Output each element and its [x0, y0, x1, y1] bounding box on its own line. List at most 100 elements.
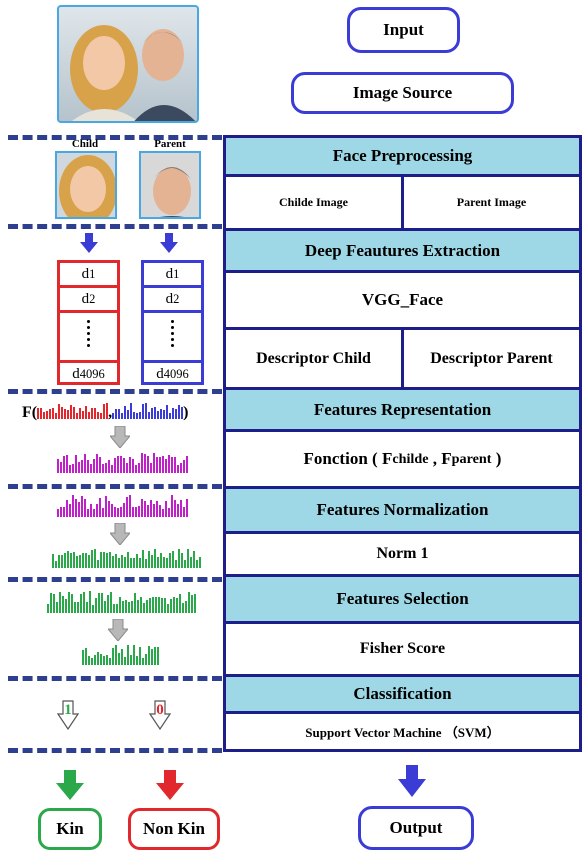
- bar: [55, 561, 57, 568]
- bar: [121, 555, 123, 568]
- bar: [135, 465, 137, 473]
- bar: [68, 592, 70, 613]
- bar: [59, 592, 61, 613]
- bar: [37, 408, 40, 419]
- bar: [131, 601, 133, 613]
- bar: [50, 593, 52, 613]
- bar: [75, 499, 77, 517]
- bar: [88, 555, 90, 568]
- bar: [40, 408, 43, 419]
- bar: [177, 504, 179, 517]
- concat-expression: F( , ): [22, 400, 222, 422]
- bar: [148, 551, 150, 568]
- hollow-down-arrow-icon: [149, 700, 171, 730]
- bar: [66, 500, 68, 517]
- bar: [139, 558, 141, 568]
- bar: [103, 404, 106, 419]
- child-face-art: [59, 155, 115, 217]
- face-preprocessing-row: Childe Image Parent Image: [226, 177, 579, 231]
- bar: [145, 654, 147, 665]
- separator: [8, 676, 222, 681]
- bar: [157, 647, 159, 665]
- classification-header: Classification: [226, 677, 579, 714]
- hollow-down-arrow-icon: [57, 700, 79, 730]
- bar: [60, 462, 62, 473]
- bar: [52, 554, 54, 568]
- bar: [53, 594, 55, 613]
- bar: [137, 600, 139, 613]
- bar: [133, 412, 136, 419]
- bar: [103, 552, 105, 568]
- bar: [46, 411, 49, 419]
- class-one-label: 1: [64, 702, 72, 718]
- class-zero-arrow: 0: [149, 700, 171, 730]
- bar: [155, 597, 157, 613]
- down-arrow-icon: [108, 619, 128, 641]
- bar: [150, 500, 152, 517]
- bar: [127, 410, 130, 419]
- bar: [163, 557, 165, 568]
- bar: [187, 549, 189, 568]
- bar: [101, 593, 103, 613]
- bar: [81, 496, 83, 517]
- bar: [128, 602, 130, 613]
- bar: [99, 498, 101, 517]
- bar: [182, 603, 184, 613]
- bar: [183, 507, 185, 517]
- bar: [103, 656, 105, 665]
- bar: [191, 595, 193, 613]
- bar: [102, 508, 104, 517]
- bar: [78, 462, 80, 473]
- bar: [166, 558, 168, 568]
- bar: [100, 413, 103, 419]
- bar: [77, 602, 79, 613]
- bar: [154, 407, 157, 419]
- bar: [136, 656, 138, 665]
- bar: [71, 594, 73, 613]
- bar: [95, 598, 97, 613]
- bar: [170, 599, 172, 613]
- deep-features-header: Deep Feautures Extraction: [226, 231, 579, 273]
- bar: [139, 412, 142, 419]
- bar: [193, 551, 195, 568]
- bar: [43, 412, 46, 419]
- bar: [104, 601, 106, 613]
- bar: [102, 464, 104, 473]
- bar: [88, 656, 90, 665]
- bar: [105, 463, 107, 473]
- f-close: ): [183, 404, 189, 421]
- vgg-face-cell: VGG_Face: [226, 273, 579, 330]
- bar: [64, 409, 67, 419]
- bar: [161, 598, 163, 613]
- bar: [72, 464, 74, 473]
- bar: [97, 412, 100, 419]
- bar: [180, 500, 182, 517]
- bar: [120, 456, 122, 473]
- bar: [109, 658, 111, 665]
- bar: [69, 504, 71, 517]
- bar: [141, 499, 143, 517]
- bar: [115, 645, 117, 665]
- bar: [118, 409, 121, 419]
- bar: [64, 553, 66, 568]
- family-photo-art: [70, 25, 196, 121]
- bar: [158, 597, 160, 613]
- bar: [67, 551, 69, 568]
- green-bars: [47, 591, 196, 613]
- bar: [150, 463, 152, 473]
- bar: [183, 460, 185, 473]
- bar: [169, 553, 171, 568]
- bar: [73, 407, 76, 419]
- bar: [100, 654, 102, 665]
- fisher-score-cell: Fisher Score: [226, 624, 579, 677]
- bar: [65, 599, 67, 613]
- bar: [105, 496, 107, 517]
- bar: [69, 465, 71, 473]
- bar: [186, 499, 188, 517]
- output-box: Output: [358, 806, 474, 850]
- bar: [85, 406, 88, 419]
- bar: [167, 604, 169, 613]
